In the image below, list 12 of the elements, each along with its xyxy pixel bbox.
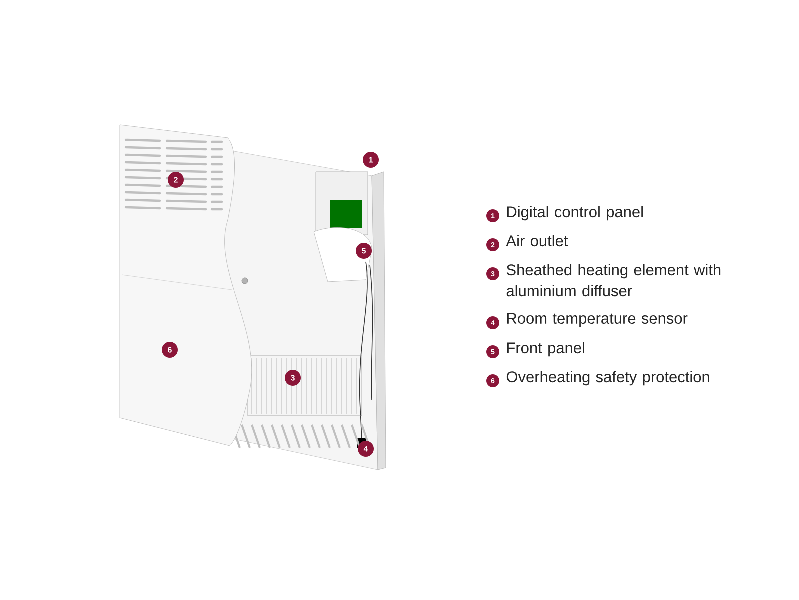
key-text: Room temperature sensor (507, 313, 688, 328)
callout-number: 4 (358, 441, 374, 457)
callout-number: 3 (285, 370, 301, 386)
callout-number: 2 (168, 172, 184, 188)
callout-number: 5 (356, 243, 372, 259)
key-text: Overheating safety protection (506, 371, 710, 386)
key-text: Sheathed heating element with aluminium diffuser (506, 264, 721, 297)
key-text: Digital control panel (507, 206, 643, 221)
callout-number: 6 (162, 342, 178, 358)
key-text: Air outlet (506, 235, 568, 247)
key-text: Front panel (507, 342, 584, 357)
callout-number: 1 (363, 152, 379, 168)
